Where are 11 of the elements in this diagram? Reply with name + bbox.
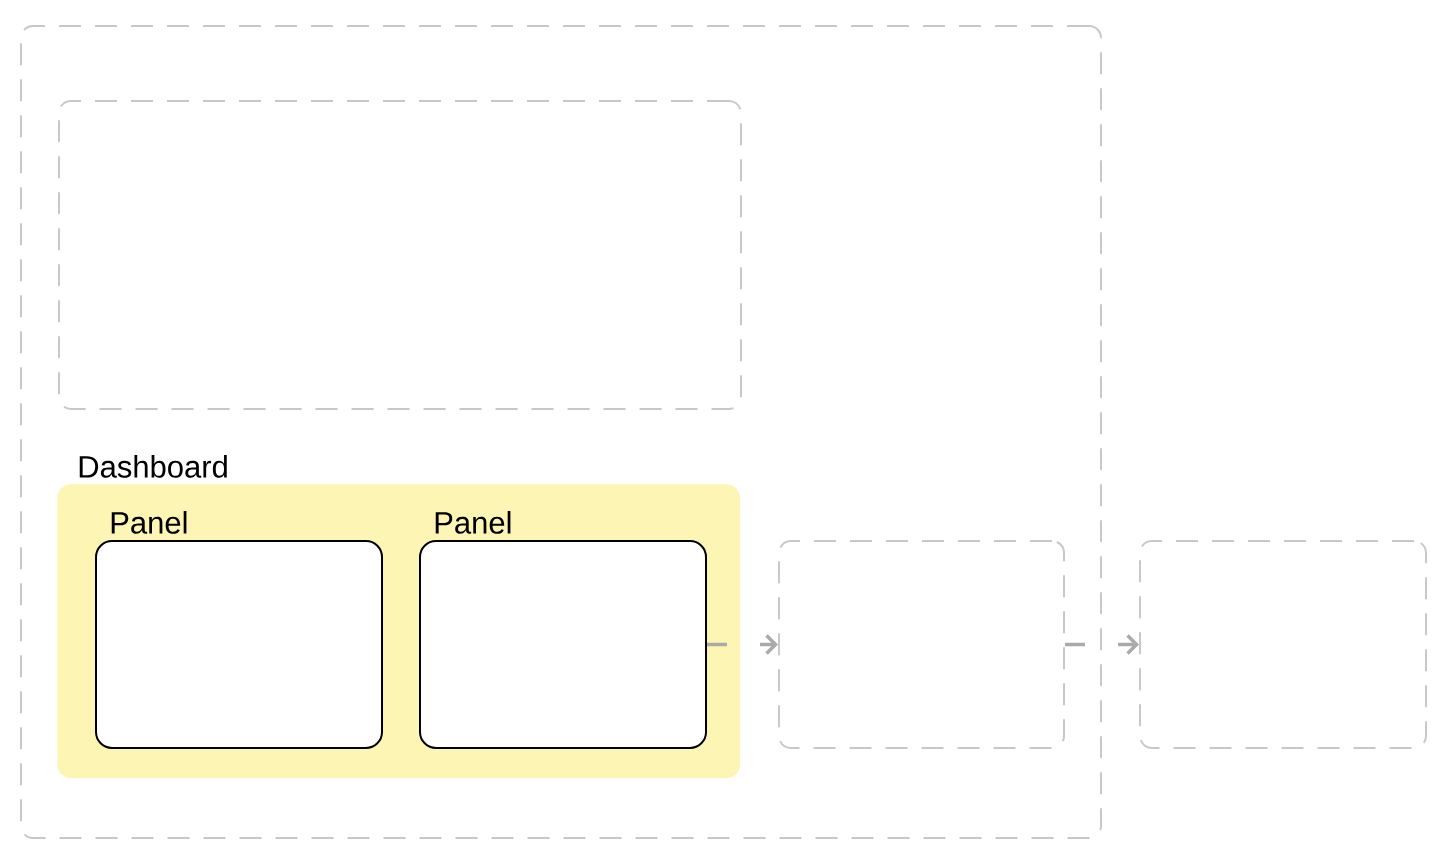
- dashed-container: [1139, 540, 1427, 749]
- node-label: Panel: [435, 511, 511, 534]
- dashed-container: [58, 100, 742, 410]
- arrow: [707, 634, 778, 655]
- panel-box: Panel: [419, 511, 707, 749]
- dashed-container: [778, 540, 1065, 749]
- arrow: [1065, 634, 1139, 655]
- panel-box: Panel: [95, 511, 383, 749]
- node-label: Dashboard: [79, 455, 227, 478]
- dashed-container: [20, 25, 1102, 839]
- node-label: Panel: [111, 511, 187, 534]
